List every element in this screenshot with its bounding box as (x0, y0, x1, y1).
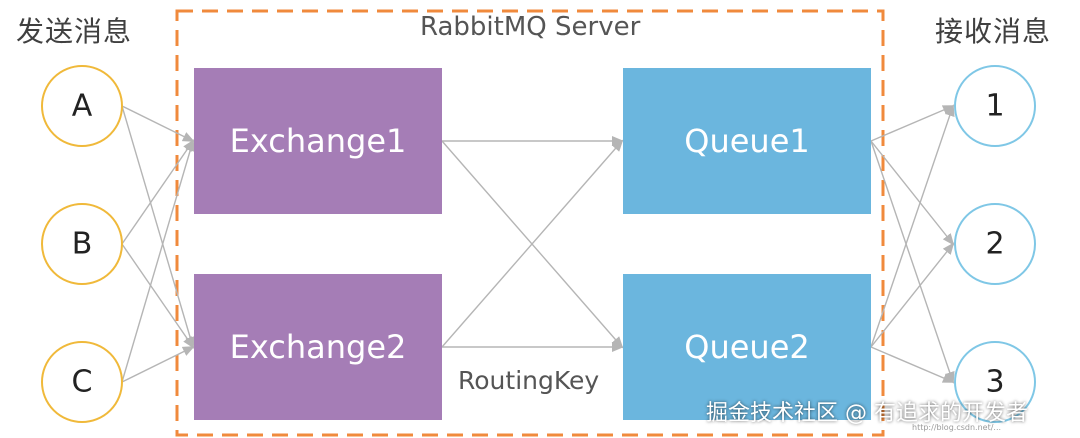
routing-key-label: RoutingKey (458, 366, 600, 395)
producer-circle (41, 203, 123, 285)
consumer-circle (954, 203, 1036, 285)
watermark: 掘金技术社区 @ 有追求的开发者 (706, 401, 1028, 426)
queue-1-to-consumer-3-arrow (870, 140, 955, 384)
queue-label: Queue2 (684, 328, 809, 366)
queue-box (623, 68, 871, 214)
exchange-2-to-queue-1-arrow (441, 139, 624, 348)
queue-1-to-consumer-2-arrow (870, 140, 955, 246)
server-border (175, 9, 885, 437)
source-url-text: http://blog.csdn.net/... (912, 423, 1002, 432)
exchange-box (194, 68, 442, 214)
queue-label: Queue1 (684, 122, 809, 160)
producer-A-to-exchange-2-arrow (121, 105, 195, 349)
exchange-box (194, 274, 442, 420)
producer-C-to-exchange-2-arrow (121, 346, 195, 383)
producer-A-to-exchange-1-arrow (121, 105, 195, 142)
consumer-label: 2 (985, 227, 1004, 262)
queue-1-to-consumer-1-arrow (870, 105, 955, 142)
queue-2-to-consumer-2-arrow (870, 242, 955, 348)
exchange-label: Exchange1 (230, 122, 407, 160)
receive-messages-title: 接收消息 (935, 15, 1052, 48)
exchange-label: Exchange2 (230, 328, 407, 366)
queue-2-to-consumer-3-arrow (870, 346, 955, 383)
producer-label: C (72, 365, 93, 400)
producer-B-to-exchange-2-arrow (121, 243, 195, 349)
producer-B-to-exchange-1-arrow (121, 139, 195, 245)
producer-circle (41, 341, 123, 423)
consumer-circle (954, 341, 1036, 423)
producer-label: B (72, 227, 93, 262)
server-title: RabbitMQ Server (420, 12, 641, 42)
producer-label: A (72, 89, 93, 124)
consumer-circle (954, 65, 1036, 147)
queue-box (623, 274, 871, 420)
consumer-label: 1 (985, 89, 1004, 124)
consumer-label: 3 (985, 365, 1004, 400)
send-messages-title: 发送消息 (16, 15, 133, 48)
producer-C-to-exchange-1-arrow (121, 139, 195, 383)
producer-circle (41, 65, 123, 147)
queue-2-to-consumer-1-arrow (870, 104, 955, 348)
